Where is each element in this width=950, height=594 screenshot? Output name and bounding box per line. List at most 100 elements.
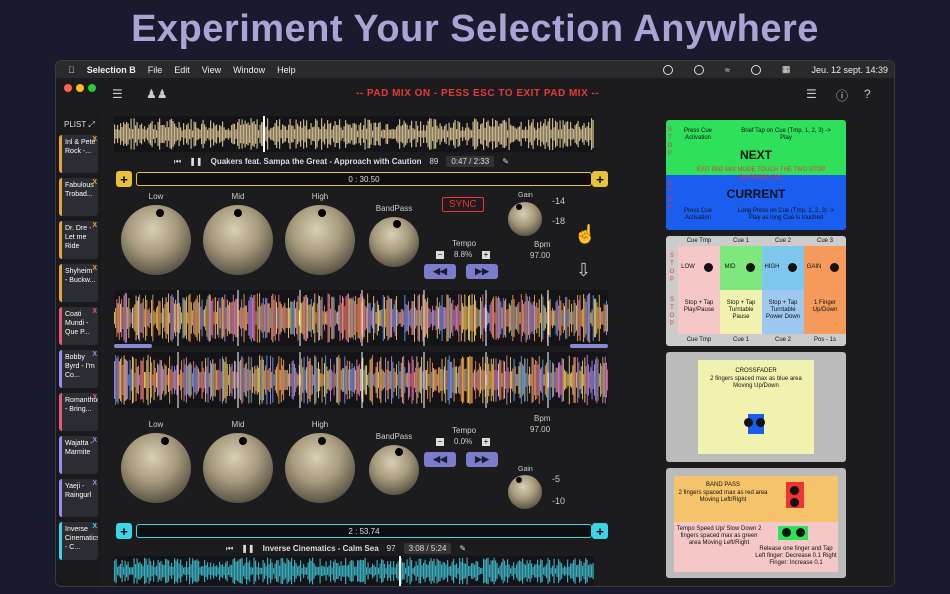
download-arrow-icon[interactable]: ⇩ xyxy=(576,260,592,280)
remove-icon[interactable]: X xyxy=(92,136,97,143)
deck-b-low-knob[interactable] xyxy=(121,433,191,503)
list-icon[interactable]: ☰ xyxy=(806,87,817,101)
apple-icon[interactable]:  xyxy=(68,65,75,75)
menu-edit[interactable]: Edit xyxy=(167,64,190,75)
waveform-bar xyxy=(114,560,116,582)
waveform-bar xyxy=(588,122,590,146)
menu-file[interactable]: File xyxy=(141,64,163,75)
waveform-bar xyxy=(495,296,497,340)
waveform-bar xyxy=(396,563,398,579)
deck-b-mid-knob[interactable] xyxy=(203,433,273,503)
waveform-bar xyxy=(394,372,396,388)
deck-a-forward-button[interactable]: ▶▶ xyxy=(466,264,498,279)
deck-a-tempo-plus[interactable]: + xyxy=(482,250,490,259)
deck-b-scrolling-waveform[interactable] xyxy=(114,352,608,408)
remove-icon[interactable]: X xyxy=(92,437,97,444)
minimize-button[interactable] xyxy=(76,84,84,92)
waveform-bar xyxy=(195,122,197,146)
touch-icon[interactable]: ☝ xyxy=(574,224,597,244)
deck-b-high-knob[interactable] xyxy=(285,433,355,503)
deck-a-add-right-button[interactable]: + xyxy=(592,171,608,187)
menu-window[interactable]: Window xyxy=(226,64,265,75)
control-center-icon[interactable]: ▦ xyxy=(781,64,791,74)
remove-icon[interactable]: X xyxy=(92,351,97,358)
waveform-bar xyxy=(430,311,432,325)
waveform-bar xyxy=(483,307,485,329)
zoom-button[interactable] xyxy=(88,84,96,92)
deck-b-gain-knob[interactable] xyxy=(508,475,542,509)
playlist-item[interactable]: Inverse Cinematics - C...X xyxy=(59,522,98,560)
info-icon[interactable]: ⓘ xyxy=(836,89,849,103)
play-pause-icon[interactable]: ❚❚ xyxy=(189,157,203,166)
menu-app-name[interactable]: Selection B xyxy=(80,64,136,75)
playlist-item[interactable]: Coati Mundi - Que P...X xyxy=(59,307,98,345)
deck-a-mid-knob[interactable] xyxy=(203,205,273,275)
deck-a-gain-knob[interactable] xyxy=(508,202,542,236)
menubar-clock[interactable]: Jeu. 12 sept. 14:39 xyxy=(811,64,888,75)
waveform-bar xyxy=(320,373,322,387)
previous-icon[interactable]: ⏮ xyxy=(174,156,182,166)
waveform-bar xyxy=(433,309,435,327)
playlist-item[interactable]: Fabulous Trobad...X xyxy=(59,178,98,216)
previous-icon[interactable]: ⏮ xyxy=(226,543,234,553)
deck-a-tempo-minus[interactable]: − xyxy=(436,250,444,259)
database-icon[interactable]: ☰ xyxy=(112,87,123,101)
waveform-bar xyxy=(405,567,407,575)
wifi-icon[interactable]: ≈ xyxy=(724,64,730,75)
status-icon[interactable] xyxy=(662,64,673,75)
waveform-bar xyxy=(364,365,366,395)
remove-icon[interactable]: X xyxy=(92,523,97,530)
deck-b-position-bar[interactable]: 2 : 53.74 xyxy=(136,524,592,538)
deck-b-forward-button[interactable]: ▶▶ xyxy=(466,452,498,467)
deck-b-rewind-button[interactable]: ◀◀ xyxy=(424,452,456,467)
remove-icon[interactable]: X xyxy=(92,265,97,272)
menu-help[interactable]: Help xyxy=(270,64,296,75)
deck-a-overview-waveform[interactable] xyxy=(114,116,594,152)
playlist-item[interactable]: Inl & Pete Rock -...X xyxy=(59,135,98,173)
remove-icon[interactable]: X xyxy=(92,308,97,315)
remove-icon[interactable]: X xyxy=(92,222,97,229)
waveform-bar xyxy=(114,311,115,325)
status-icon[interactable] xyxy=(693,64,704,75)
deck-b-overview-waveform[interactable] xyxy=(114,556,594,586)
deck-b-add-right-button[interactable]: + xyxy=(592,523,608,539)
waveform-bar xyxy=(559,295,561,341)
waveform-bar xyxy=(340,303,342,333)
deck-a-bandpass-knob[interactable] xyxy=(369,217,419,267)
remove-icon[interactable]: X xyxy=(92,394,97,401)
deck-a-rewind-button[interactable]: ◀◀ xyxy=(424,264,456,279)
deck-a-scrolling-waveform[interactable] xyxy=(114,290,608,346)
deck-a-low-knob[interactable] xyxy=(121,205,191,275)
playlist-item[interactable]: Shyheim - Buckw...X xyxy=(59,264,98,302)
pencil-icon[interactable]: ✎ xyxy=(502,157,509,166)
deck-b-tempo-plus[interactable]: + xyxy=(482,437,490,446)
deck-b-bandpass-knob[interactable] xyxy=(369,445,419,495)
playlist-item[interactable]: Bobby Byrd - I'm Co...X xyxy=(59,350,98,388)
waveform-bar xyxy=(406,372,408,388)
deck-b-tempo-minus[interactable]: − xyxy=(436,437,444,446)
sync-button[interactable]: SYNC xyxy=(442,197,484,212)
user-icon[interactable] xyxy=(750,64,761,75)
waveform-bar xyxy=(229,301,231,335)
waveform-bar xyxy=(309,358,311,402)
deck-a-high-knob[interactable] xyxy=(285,205,355,275)
menu-view[interactable]: View xyxy=(195,64,221,75)
deck-a-position-bar[interactable]: 0 : 30.50 xyxy=(136,172,592,186)
remove-icon[interactable]: X xyxy=(92,480,97,487)
pencil-icon[interactable]: ✎ xyxy=(459,544,467,553)
waveform-bar xyxy=(310,123,312,145)
deck-b-loop-marker[interactable] xyxy=(570,344,608,348)
remove-icon[interactable]: X xyxy=(92,179,97,186)
close-button[interactable] xyxy=(64,84,72,92)
help-icon[interactable]: ? xyxy=(864,87,871,101)
playlist-item[interactable]: Romanthony - Bring...X xyxy=(59,393,98,431)
deck-b-add-left-button[interactable]: + xyxy=(116,523,132,539)
users-icon[interactable]: ♟♟ xyxy=(146,87,168,101)
play-pause-icon[interactable]: ❚❚ xyxy=(241,544,255,553)
deck-a-loop-marker[interactable] xyxy=(114,344,152,348)
expand-icon[interactable]: ⤢ xyxy=(88,120,95,129)
deck-a-add-left-button[interactable]: + xyxy=(116,171,132,187)
